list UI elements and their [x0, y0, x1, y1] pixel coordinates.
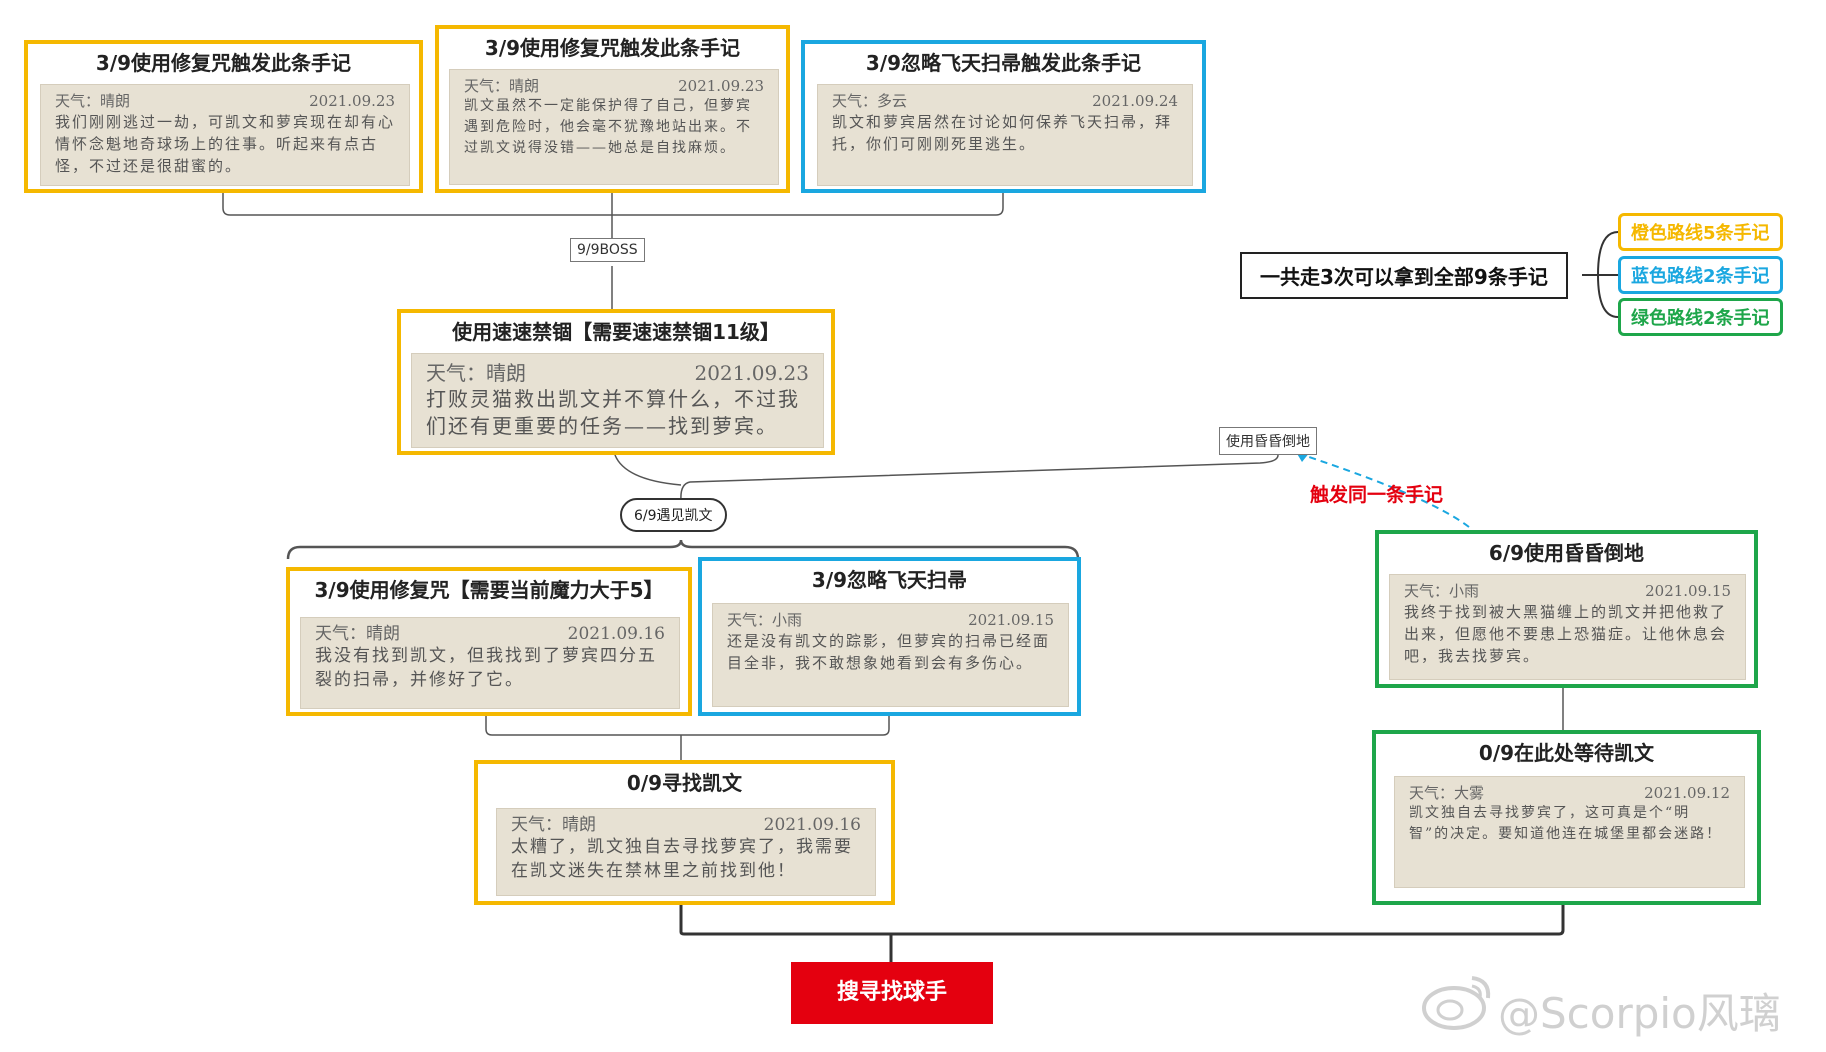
legend-green: 绿色路线2条手记 [1618, 298, 1783, 336]
stun-label[interactable]: 使用昏昏倒地 [1219, 427, 1317, 455]
journal-note: 天气：多云 2021.09.24 凯文和萝宾居然在讨论如何保养飞天扫帚，拜托，你们… [817, 84, 1193, 186]
note-text: 我们刚刚逃过一劫，可凯文和萝宾现在却有心情怀念魁地奇球场上的往事。听起来有点古怪… [55, 113, 396, 175]
note-date: 2021.09.23 [309, 92, 395, 110]
legend-brace [1582, 231, 1619, 318]
node-top-right-ignore-broom[interactable]: 3/9忽略飞天扫帚触发此条手记 天气：多云 2021.09.24 凯文和萝宾居然在… [801, 40, 1206, 193]
node-title: 使用速速禁锢【需要速速禁锢11级】 [452, 320, 780, 344]
node-repair[interactable]: 3/9使用修复咒【需要当前魔力大于5】 天气：晴朗 2021.09.16 我没有找… [286, 567, 692, 716]
note-date: 2021.09.23 [694, 361, 809, 385]
final-node-seeker[interactable]: 搜寻找球手 [791, 962, 993, 1024]
journal-note: 天气：晴朗 2021.09.16 我没有找到凯文，但我找到了萝宾四分五裂的扫帚，并… [300, 617, 680, 709]
final-bracket [679, 905, 1565, 936]
note-text: 我终于找到被大黑猫缠上的凯文并把他救了出来，但愿他不要患上恐猫症。让他休息会吧，… [1404, 603, 1728, 665]
note-text: 凯文和萝宾居然在讨论如何保养飞天扫帚，拜托，你们可刚刚死里逃生。 [832, 113, 1173, 153]
journal-note: 天气：晴朗 2021.09.23 打败灵猫救出凯文并不算什么，不过我们还有更重要的… [411, 353, 824, 448]
node-top-mid-repair[interactable]: 3/9使用修复咒触发此条手记 天气：晴朗 2021.09.23 凯文虽然不一定能保… [435, 25, 790, 193]
node-top-left-repair[interactable]: 3/9使用修复咒触发此条手记 天气：晴朗 2021.09.23 我们刚刚逃过一劫，… [24, 40, 423, 193]
trigger-same-annotation: 触发同一条手记 [1310, 484, 1444, 506]
node-stun[interactable]: 6/9使用昏昏倒地 天气：小雨 2021.09.15 我终于找到被大黑猫缠上的凯文… [1375, 530, 1758, 688]
legend-orange: 橙色路线5条手记 [1618, 213, 1783, 251]
summary-box[interactable]: 一共走3次可以拿到全部9条手记 [1240, 252, 1568, 299]
node-title: 3/9使用修复咒【需要当前魔力大于5】 [314, 578, 664, 602]
node-wait-kevin[interactable]: 0/9在此处等待凯文 天气：大雾 2021.09.12 凯文独自去寻找萝宾了，这可… [1372, 730, 1761, 905]
node-title: 3/9使用修复咒触发此条手记 [95, 51, 352, 75]
mid-bracket [485, 716, 890, 736]
note-date: 2021.09.16 [567, 624, 665, 644]
weibo-logo-icon [1422, 976, 1491, 1030]
node-ignore-broom[interactable]: 3/9忽略飞天扫帚 天气：小雨 2021.09.15 还是没有凯文的踪影，但萝宾的… [698, 557, 1081, 716]
note-weather: 天气：大雾 [1409, 784, 1485, 802]
note-date: 2021.09.15 [1645, 582, 1731, 600]
journal-note: 天气：晴朗 2021.09.16 太糟了，凯文独自去寻找萝宾了，我需要在凯文迷失在… [496, 808, 876, 896]
note-weather: 天气：晴朗 [511, 815, 596, 835]
journal-note: 天气：小雨 2021.09.15 我终于找到被大黑猫缠上的凯文并把他救了出来，但愿… [1389, 574, 1746, 680]
note-weather: 天气：小雨 [727, 611, 803, 629]
node-title: 3/9忽略飞天扫帚触发此条手记 [865, 51, 1142, 75]
node-title: 0/9在此处等待凯文 [1478, 741, 1655, 765]
stun-to-meet [680, 454, 1279, 501]
note-text: 凯文独自去寻找萝宾了，这可真是个“明智”的决定。要知道他连在城堡里都会迷路！ [1409, 805, 1723, 842]
binding-to-meet [614, 454, 682, 486]
legend-blue: 蓝色路线2条手记 [1618, 256, 1783, 294]
note-date: 2021.09.12 [1644, 784, 1730, 802]
journal-note: 天气：大雾 2021.09.12 凯文独自去寻找萝宾了，这可真是个“明智”的决定。… [1394, 776, 1745, 888]
note-date: 2021.09.24 [1092, 92, 1178, 110]
watermark-text: @Scorpio风璃 [1498, 989, 1781, 1038]
note-text: 太糟了，凯文独自去寻找萝宾了，我需要在凯文迷失在禁林里之前找到他！ [511, 837, 853, 881]
journal-note: 天气：晴朗 2021.09.23 我们刚刚逃过一劫，可凯文和萝宾现在却有心情怀念魁… [40, 84, 410, 186]
journal-note: 天气：晴朗 2021.09.23 凯文虽然不一定能保护得了自己，但萝宾遇到危险时，… [449, 69, 779, 185]
note-weather: 天气：晴朗 [315, 624, 400, 644]
note-date: 2021.09.15 [968, 611, 1054, 629]
note-date: 2021.09.16 [763, 815, 861, 835]
boss-label[interactable]: 9/9BOSS [570, 238, 645, 262]
note-weather: 天气：多云 [832, 92, 908, 110]
meet-kevin-node[interactable]: 6/9遇见凯文 [620, 498, 727, 532]
node-title: 0/9寻找凯文 [626, 771, 743, 795]
note-text: 凯文虽然不一定能保护得了自己，但萝宾遇到危险时，他会毫不犹豫地站出来。不过凯文说… [464, 98, 752, 156]
note-weather: 天气：晴朗 [464, 77, 540, 95]
top-bracket [222, 193, 1004, 216]
note-text: 我没有找到凯文，但我找到了萝宾四分五裂的扫帚，并修好了它。 [315, 646, 657, 690]
note-text: 还是没有凯文的踪影，但萝宾的扫帚已经面目全非，我不敢想象她看到会有多伤心。 [727, 632, 1051, 672]
note-text: 打败灵猫救出凯文并不算什么，不过我们还有更重要的任务——找到萝宾。 [426, 387, 800, 438]
node-title: 3/9使用修复咒触发此条手记 [484, 36, 741, 60]
journal-note: 天气：小雨 2021.09.15 还是没有凯文的踪影，但萝宾的扫帚已经面目全非，我… [712, 603, 1069, 707]
note-date: 2021.09.23 [678, 77, 764, 95]
node-title: 3/9忽略飞天扫帚 [811, 568, 968, 592]
meet-brace [286, 539, 1080, 560]
note-weather: 天气：小雨 [1404, 582, 1480, 600]
note-weather: 天气：晴朗 [426, 361, 526, 385]
node-find-kevin[interactable]: 0/9寻找凯文 天气：晴朗 2021.09.16 太糟了，凯文独自去寻找萝宾了，我… [474, 760, 895, 905]
note-weather: 天气：晴朗 [55, 92, 131, 110]
node-title: 6/9使用昏昏倒地 [1488, 541, 1645, 565]
node-binding[interactable]: 使用速速禁锢【需要速速禁锢11级】 天气：晴朗 2021.09.23 打败灵猫救出… [397, 309, 835, 455]
